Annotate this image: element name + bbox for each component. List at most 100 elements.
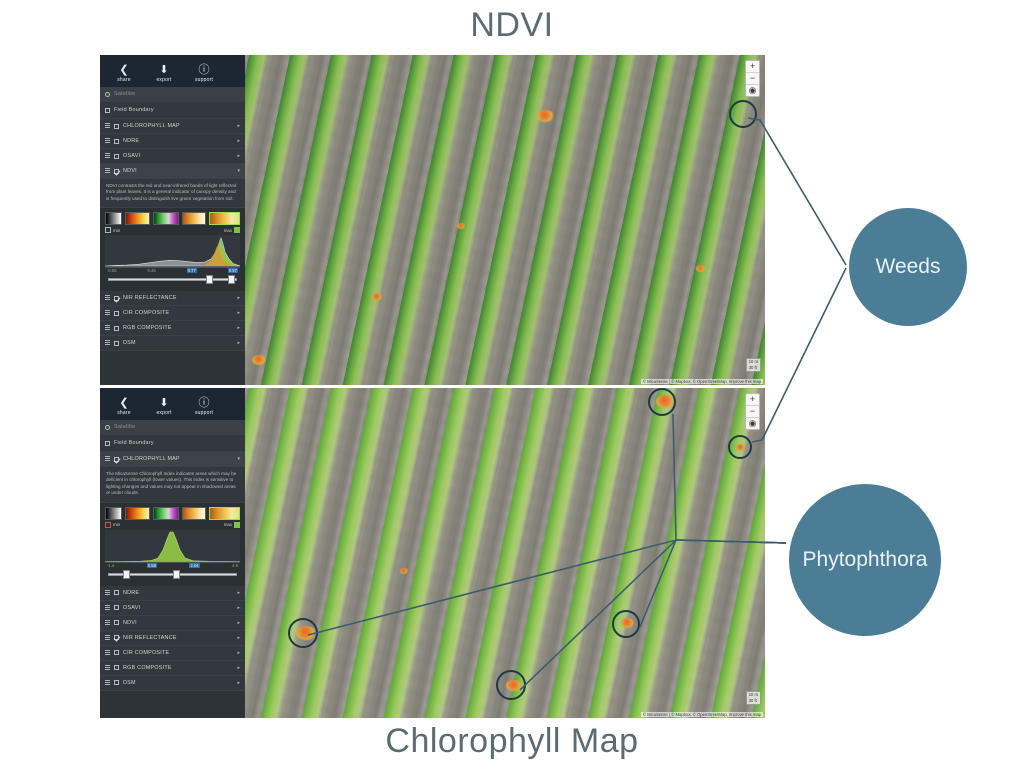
map-controls[interactable]: + − ◉	[745, 393, 760, 430]
layer-row-ndre[interactable]: NDRE ▸	[100, 585, 245, 601]
checkbox-icon[interactable]	[114, 340, 119, 346]
drag-handle-icon[interactable]	[105, 138, 110, 144]
chevron-right-icon[interactable]: ▸	[237, 634, 240, 641]
zoom-in-control[interactable]: +	[746, 394, 759, 406]
checkbox-icon[interactable]	[114, 605, 119, 611]
field-boundary-row[interactable]: Field Boundary	[100, 435, 245, 452]
drag-handle-icon[interactable]	[105, 310, 110, 317]
chlorophyll-palette-section[interactable]: min max -1.4 0.58 2.04 4.9	[100, 502, 245, 586]
layer-row-ndvi[interactable]: NDVI ▸	[100, 615, 245, 631]
share-button[interactable]: ❮ share	[104, 63, 144, 83]
checkbox-icon[interactable]	[114, 325, 119, 331]
amber-swatch[interactable]	[181, 212, 206, 226]
layer-row-ndre[interactable]: NDRE ▸	[100, 134, 245, 149]
zoom-in-control[interactable]: +	[746, 61, 759, 73]
grayscale-swatch[interactable]	[105, 506, 122, 520]
inferno-swatch[interactable]	[124, 506, 151, 520]
green-magenta-swatch[interactable]	[153, 212, 179, 226]
field-boundary-row[interactable]: Field Boundary	[100, 102, 245, 119]
checkbox-icon[interactable]	[114, 680, 119, 686]
checkbox-icon[interactable]	[114, 456, 119, 462]
drag-handle-icon[interactable]	[105, 325, 110, 332]
chevron-right-icon[interactable]: ▸	[237, 295, 240, 302]
layer-row-osavi[interactable]: OSAVI ▸	[100, 149, 245, 164]
support-button[interactable]: ⓘ support	[184, 63, 224, 83]
slider-track[interactable]	[108, 278, 237, 282]
layer-row-cir-composite[interactable]: CIR COMPOSITE ▸	[100, 306, 245, 322]
chevron-right-icon[interactable]: ▸	[237, 123, 240, 129]
chlorophyll-range-slider[interactable]	[108, 569, 237, 579]
checkbox-icon[interactable]	[114, 153, 119, 159]
panel-toolbar[interactable]: ❮ share ⬇ export ⓘ support	[100, 388, 245, 420]
drag-handle-icon[interactable]	[105, 619, 110, 626]
min-checkbox-icon[interactable]	[105, 521, 111, 528]
slider-knob-max[interactable]	[172, 569, 180, 579]
phytophthora-marker-ring[interactable]	[288, 618, 318, 648]
checkbox-icon[interactable]	[114, 295, 119, 301]
locate-control[interactable]: ◉	[748, 418, 757, 428]
layer-row-rgb-composite[interactable]: RGB COMPOSITE ▸	[100, 321, 245, 337]
drag-handle-icon[interactable]	[105, 153, 110, 159]
phytophthora-marker-ring[interactable]	[648, 388, 676, 416]
radio-icon[interactable]	[105, 424, 110, 430]
checkbox-icon[interactable]	[114, 620, 119, 626]
drag-handle-icon[interactable]	[105, 123, 110, 129]
chevron-right-icon[interactable]: ▸	[237, 310, 240, 317]
min-control[interactable]: min	[105, 227, 120, 234]
radio-icon[interactable]	[105, 91, 110, 97]
export-button[interactable]: ⬇ export	[144, 396, 184, 416]
slider-knob-min[interactable]	[123, 569, 131, 579]
checkbox-icon[interactable]	[114, 590, 119, 596]
chevron-right-icon[interactable]: ▸	[237, 589, 240, 596]
inferno-swatch[interactable]	[124, 212, 151, 226]
grayscale-swatch[interactable]	[105, 212, 122, 226]
drag-handle-icon[interactable]	[105, 456, 110, 462]
amber-swatch[interactable]	[181, 506, 206, 520]
chevron-right-icon[interactable]: ▸	[237, 619, 240, 626]
weed-marker-ring[interactable]	[729, 100, 757, 128]
drag-handle-icon[interactable]	[105, 664, 110, 671]
phytophthora-marker-ring[interactable]	[612, 610, 640, 638]
ndvi-layer-panel[interactable]: ❮ share ⬇ export ⓘ support Satellite Fie…	[100, 55, 245, 385]
checkbox-icon[interactable]	[105, 107, 110, 113]
chevron-right-icon[interactable]: ▸	[237, 138, 240, 144]
max-checkbox-icon[interactable]	[234, 227, 240, 234]
checkbox-icon[interactable]	[114, 138, 119, 144]
chevron-down-icon[interactable]: ▾	[237, 456, 240, 462]
checkbox-icon[interactable]	[114, 650, 119, 656]
checkbox-icon[interactable]	[114, 168, 119, 174]
map-controls[interactable]: + − ◉	[745, 60, 760, 97]
locate-control[interactable]: ◉	[748, 85, 757, 95]
drag-handle-icon[interactable]	[105, 168, 110, 174]
share-button[interactable]: ❮ share	[104, 396, 144, 416]
drag-handle-icon[interactable]	[105, 340, 110, 347]
export-button[interactable]: ⬇ export	[144, 63, 184, 83]
chevron-right-icon[interactable]: ▸	[237, 340, 240, 347]
drag-handle-icon[interactable]	[105, 295, 110, 302]
drag-handle-icon[interactable]	[105, 649, 110, 656]
checkbox-icon[interactable]	[114, 123, 119, 129]
layer-row-cir-composite[interactable]: CIR COMPOSITE ▸	[100, 645, 245, 661]
zoom-out-control[interactable]: −	[746, 406, 759, 418]
palette-swatch-row[interactable]	[105, 506, 240, 520]
checkbox-icon[interactable]	[105, 440, 110, 446]
layer-row-osavi[interactable]: OSAVI ▸	[100, 600, 245, 616]
slider-knob-min[interactable]	[206, 275, 214, 285]
zoom-out-control[interactable]: −	[746, 73, 759, 85]
layer-row-chlorophyll-map[interactable]: CHLOROPHYLL MAP ▾	[100, 452, 245, 467]
basemap-satellite-row[interactable]: Satellite	[100, 87, 245, 102]
chevron-right-icon[interactable]: ▸	[237, 604, 240, 611]
phytophthora-marker-ring[interactable]	[496, 670, 526, 700]
map-attribution[interactable]: © MicaSense | © Mapbox, © OpenStreetMap,…	[640, 379, 763, 384]
map-attribution[interactable]: © MicaSense | © Mapbox, © OpenStreetMap,…	[640, 712, 763, 717]
chevron-right-icon[interactable]: ▸	[237, 664, 240, 671]
chevron-right-icon[interactable]: ▸	[237, 649, 240, 656]
chevron-right-icon[interactable]: ▸	[237, 325, 240, 332]
chevron-down-icon[interactable]: ▾	[237, 168, 240, 174]
drag-handle-icon[interactable]	[105, 634, 110, 641]
drag-handle-icon[interactable]	[105, 589, 110, 596]
max-checkbox-icon[interactable]	[234, 521, 240, 528]
ndvi-range-slider[interactable]	[108, 275, 237, 285]
green-magenta-swatch[interactable]	[153, 506, 179, 520]
layer-row-dsm[interactable]: DSM ▸	[100, 675, 245, 691]
